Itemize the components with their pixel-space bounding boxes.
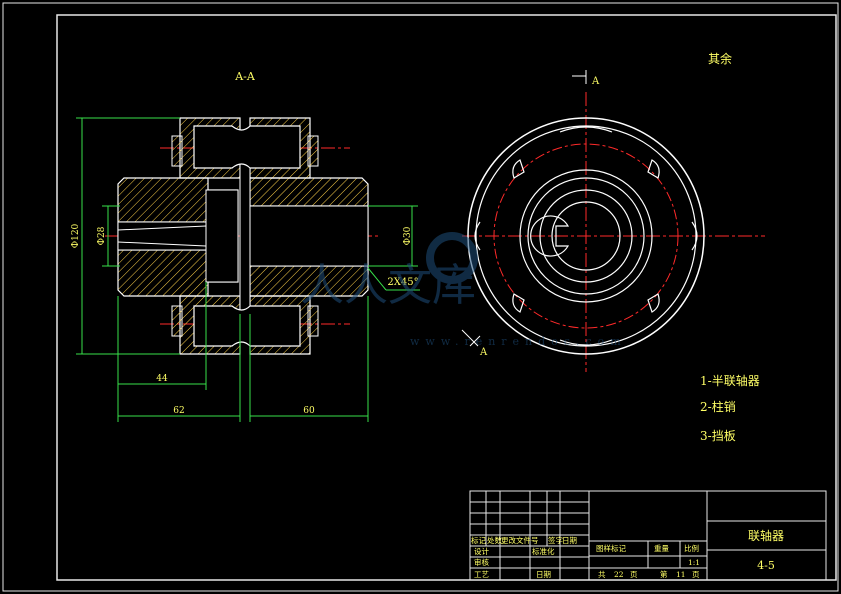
pin-top (193, 125, 301, 169)
tb-label-change: 更改文件号 (501, 535, 539, 545)
surface-note: 其余 (708, 51, 732, 66)
part-1: 1-半联轴器 (700, 373, 760, 388)
dimension-lines (76, 117, 420, 422)
tb-scale: 比例 (684, 543, 699, 553)
dim-bore-right: Φ30 (403, 226, 413, 245)
pitch-circle (493, 143, 679, 329)
part-3: 3-挡板 (700, 429, 736, 443)
left-bore-taper-2 (117, 241, 207, 247)
hub-circle-inner (539, 189, 633, 283)
tb-label-sign: 签字 (548, 535, 563, 545)
tb-page-unit-1: 页 (630, 570, 638, 579)
section-arrows (461, 70, 587, 347)
section-arrow-label-bottom: A (479, 347, 488, 358)
pin-holes (474, 126, 698, 346)
inner-frame (56, 14, 837, 581)
tb-date: 日期 (536, 570, 551, 579)
hub-circle-mid (527, 177, 645, 295)
tb-page-unit-2: 页 (692, 570, 700, 579)
tb-checker: 审核 (474, 557, 489, 567)
title-block-text: 标记 处数 更改文件号 签字 日期 设计 标准化 审核 工艺 日期 图样标记 重… (471, 535, 700, 579)
right-plate-bottom (307, 305, 319, 337)
title-block-grid (469, 490, 827, 581)
watermark-url: www.renrendoc.com (410, 335, 627, 348)
tb-standardization: 标准化 (532, 546, 555, 556)
dim-outer-diameter: Φ120 (71, 223, 81, 248)
tb-process: 工艺 (474, 570, 489, 579)
left-plate-top (171, 135, 183, 167)
chamfer-circle (551, 201, 621, 271)
right-bore (249, 205, 369, 267)
right-plate-top (307, 135, 319, 167)
section-label: A-A (234, 70, 256, 83)
dim-len-right: 60 (303, 406, 315, 416)
tb-total-value: 22 (614, 570, 624, 579)
gap (239, 159, 251, 315)
pin-bottom (193, 305, 301, 347)
tb-stage-mark: 图样标记 (596, 543, 626, 553)
tb-sheet-value: 11 (676, 570, 686, 579)
center-cavity (205, 189, 239, 283)
watermark-logo (426, 232, 478, 284)
section-arrow-label-top: A (591, 76, 600, 87)
tb-weight: 重量 (654, 544, 669, 553)
tb-label-mark: 标记 (471, 535, 486, 545)
hub-circle-outer (519, 169, 653, 303)
flange-circle (475, 125, 697, 347)
dim-bore-left: Φ28 (97, 226, 107, 245)
tb-label-date: 日期 (562, 536, 577, 545)
keyway-bore (530, 215, 570, 257)
outer-circle (467, 117, 705, 355)
tb-total: 共 (598, 570, 606, 579)
tb-scale-value: 1:1 (688, 558, 700, 567)
left-plate-bottom (171, 305, 183, 337)
tb-sheet: 第 (660, 569, 668, 579)
part-2: 2-柱销 (700, 399, 736, 414)
tb-designer: 设计 (474, 546, 489, 556)
tb-drawing-name: 联轴器 (748, 528, 784, 543)
dim-chamfer: 2X45° (387, 277, 418, 288)
tb-label-count: 处数 (487, 535, 502, 545)
watermark-brand: 人人文库 (300, 260, 476, 311)
section-view (105, 117, 380, 355)
end-view (462, 92, 765, 372)
tb-drawing-number: 4-5 (757, 559, 775, 572)
dim-len-left: 62 (173, 406, 184, 416)
left-bore-taper (117, 225, 207, 231)
dim-len-hub: 44 (156, 374, 168, 384)
watermark: www.renrendoc.com 人人文库 (300, 232, 627, 348)
